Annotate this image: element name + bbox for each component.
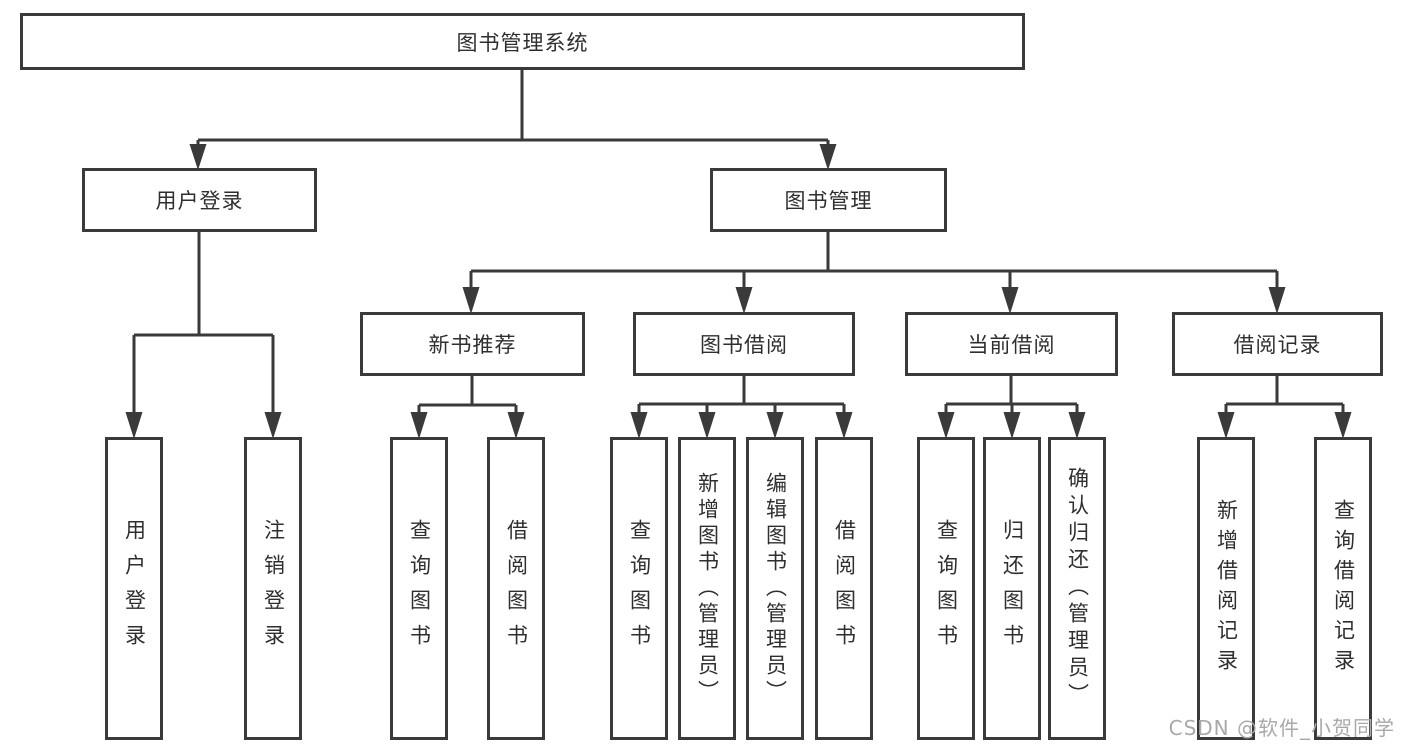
node-book-management: 图书管理: [710, 168, 947, 232]
csdn-watermark: CSDN @软件_小贺同学: [1168, 716, 1395, 740]
leaf-logout: 注销登录: [244, 437, 302, 740]
node-book-borrowing: 图书借阅: [633, 312, 855, 376]
leaf-add-borrow-record: 新增借阅记录: [1197, 437, 1255, 740]
leaf-label: 编辑图书（管理员）: [763, 471, 788, 706]
connector-borrow-to-leaves: [637, 376, 846, 432]
node-user-login: 用户登录: [82, 168, 317, 232]
leaf-query-borrow-record: 查询借阅记录: [1314, 437, 1372, 740]
connector-root-to-level2: [196, 70, 830, 166]
connector-newbook-to-leaves: [417, 376, 518, 432]
leaf-label: 新增图书（管理员）: [695, 471, 720, 706]
node-borrowing-records: 借阅记录: [1172, 312, 1383, 376]
leaf-label: 用户登录: [122, 518, 147, 659]
leaf-label: 新增借阅记录: [1214, 498, 1239, 679]
arrowheads: [125, 144, 1352, 439]
leaf-borrow-book: 借阅图书: [815, 437, 873, 740]
node-new-book-recommend: 新书推荐: [360, 312, 585, 376]
leaf-add-book-admin: 新增图书（管理员）: [678, 437, 736, 740]
leaf-query-book-current: 查询图书: [917, 437, 975, 740]
leaf-label: 确认归还（管理员）: [1065, 467, 1090, 710]
leaf-user-login: 用户登录: [105, 437, 163, 740]
leaf-label: 借阅图书: [832, 518, 857, 659]
leaf-query-book-borrow: 查询图书: [610, 437, 668, 740]
leaf-label: 查询借阅记录: [1331, 498, 1356, 679]
leaf-query-book-recommend: 查询图书: [390, 437, 448, 740]
connector-bookmgmt-to-level3: [469, 232, 1279, 308]
connector-userlogin-to-leaves: [132, 232, 275, 432]
node-current-borrowing: 当前借阅: [905, 312, 1118, 376]
leaf-borrow-book-recommend: 借阅图书: [487, 437, 545, 740]
leaf-label: 查询图书: [934, 518, 959, 659]
leaf-confirm-return-admin: 确认归还（管理员）: [1048, 437, 1106, 740]
leaf-label: 注销登录: [261, 518, 286, 659]
leaf-edit-book-admin: 编辑图书（管理员）: [746, 437, 804, 740]
leaf-return-book: 归还图书: [983, 437, 1041, 740]
leaf-label: 查询图书: [627, 518, 652, 659]
node-library-management-system: 图书管理系统: [20, 13, 1025, 70]
connector-record-to-leaves: [1224, 376, 1345, 432]
leaf-label: 借阅图书: [504, 518, 529, 659]
leaf-label: 归还图书: [1000, 518, 1025, 659]
leaf-label: 查询图书: [407, 518, 432, 659]
